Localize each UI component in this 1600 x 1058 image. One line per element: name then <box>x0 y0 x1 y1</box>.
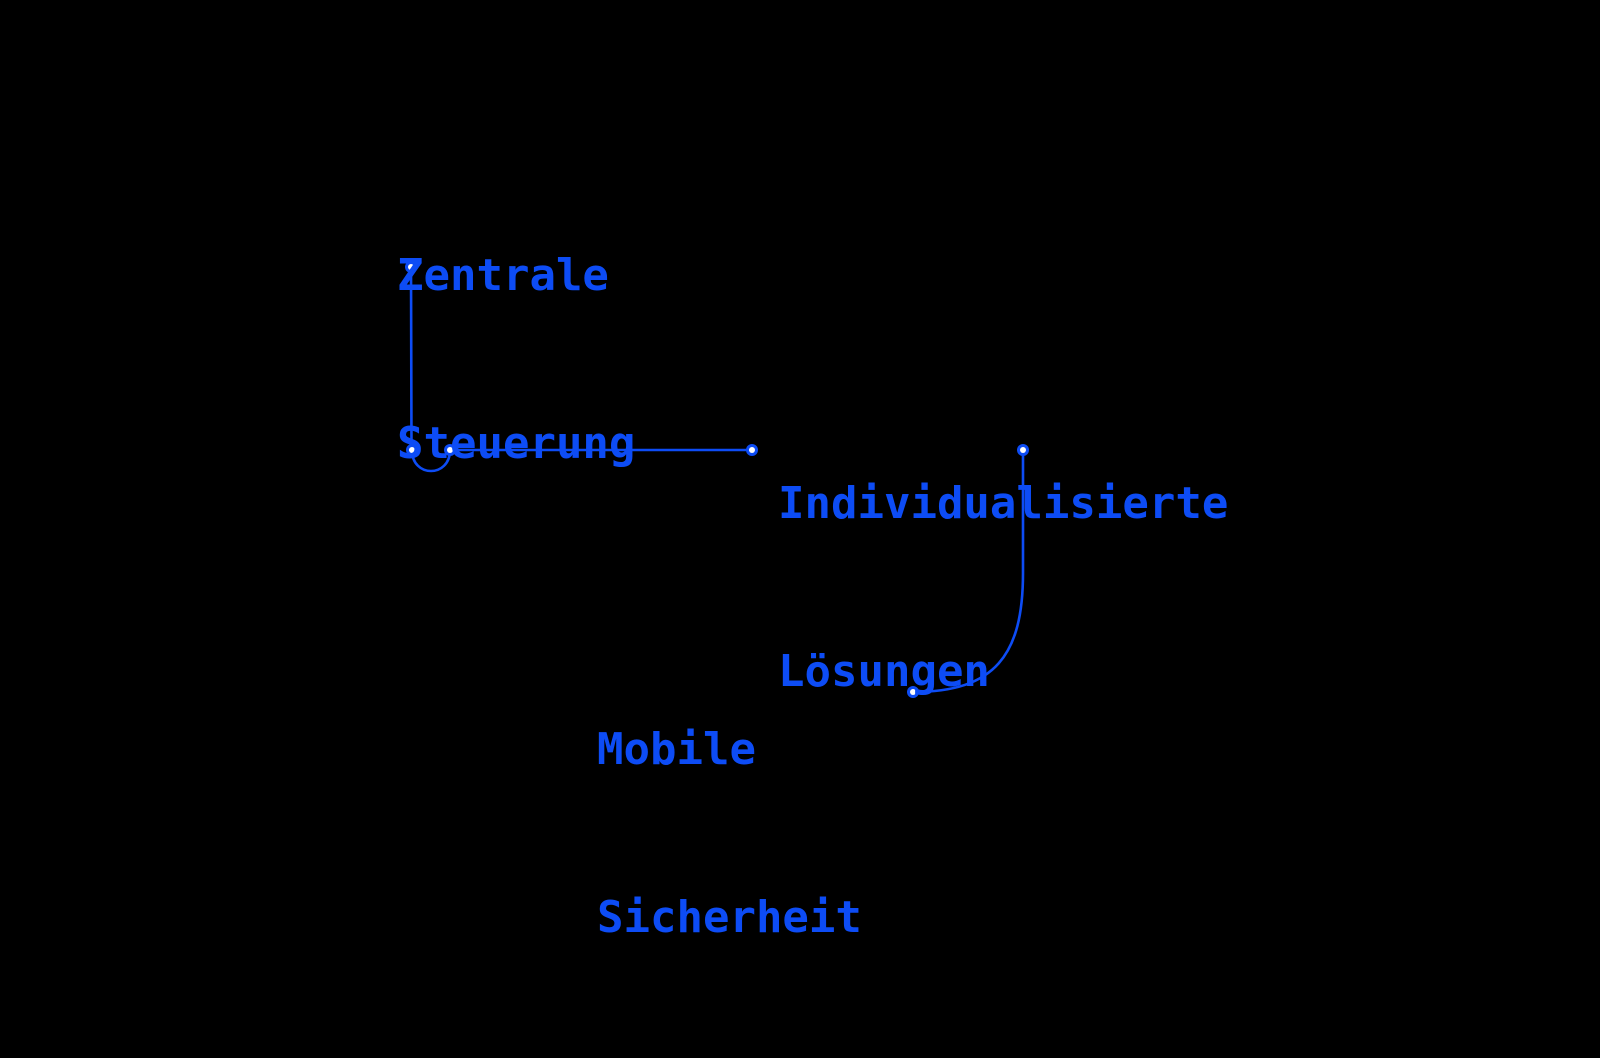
node-zentrale-top-core <box>408 264 414 270</box>
label-zentrale-steuerung: Zentrale Steuerung <box>397 136 635 584</box>
label-individualisierte-loesungen-line-1: Individualisierte <box>778 478 1229 529</box>
label-zentrale-steuerung-line-2: Steuerung <box>397 418 636 469</box>
node-elbow-right-core <box>447 447 453 453</box>
node-loesungen-right-core <box>1020 447 1026 453</box>
label-mobile-sicherheit-line-2: Sicherheit <box>597 892 862 943</box>
node-loesungen-left-core <box>749 447 755 453</box>
label-individualisierte-loesungen: Individualisierte Lösungen <box>778 364 1228 812</box>
node-layer <box>405 261 1029 698</box>
node-sicherheit-end-core <box>910 689 916 695</box>
connector-zentrale-vertical <box>409 265 413 452</box>
connector-layer <box>405 261 1029 698</box>
label-zentrale-steuerung-line-1: Zentrale <box>397 250 609 301</box>
label-individualisierte-loesungen-line-2: Lösungen <box>778 646 990 697</box>
diagram-canvas: Zentrale Steuerung Individualisierte Lös… <box>397 136 1229 943</box>
connector-u-curve <box>410 448 452 473</box>
node-elbow-left-core <box>409 447 415 453</box>
connector-loesungen-to-sicherheit <box>911 448 1025 694</box>
label-mobile-sicherheit-line-1: Mobile <box>597 724 756 775</box>
label-mobile-sicherheit: Mobile Sicherheit <box>597 610 862 1058</box>
